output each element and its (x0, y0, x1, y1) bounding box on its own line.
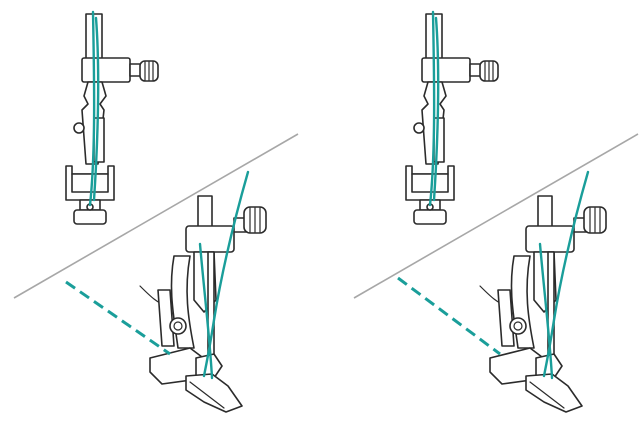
presser-foot-perspective-view (138, 170, 268, 414)
fabric-edge-line (13, 133, 299, 299)
presser-foot-top-view (64, 10, 160, 226)
fabric-edge-line (353, 133, 639, 299)
left-panel (13, 10, 299, 414)
seam-guide-dashed-line (65, 280, 171, 356)
seam-guide-dashed-line (397, 276, 501, 356)
right-panel (353, 10, 639, 414)
presser-foot-top-view (404, 10, 500, 226)
presser-foot-perspective-view (478, 170, 608, 414)
